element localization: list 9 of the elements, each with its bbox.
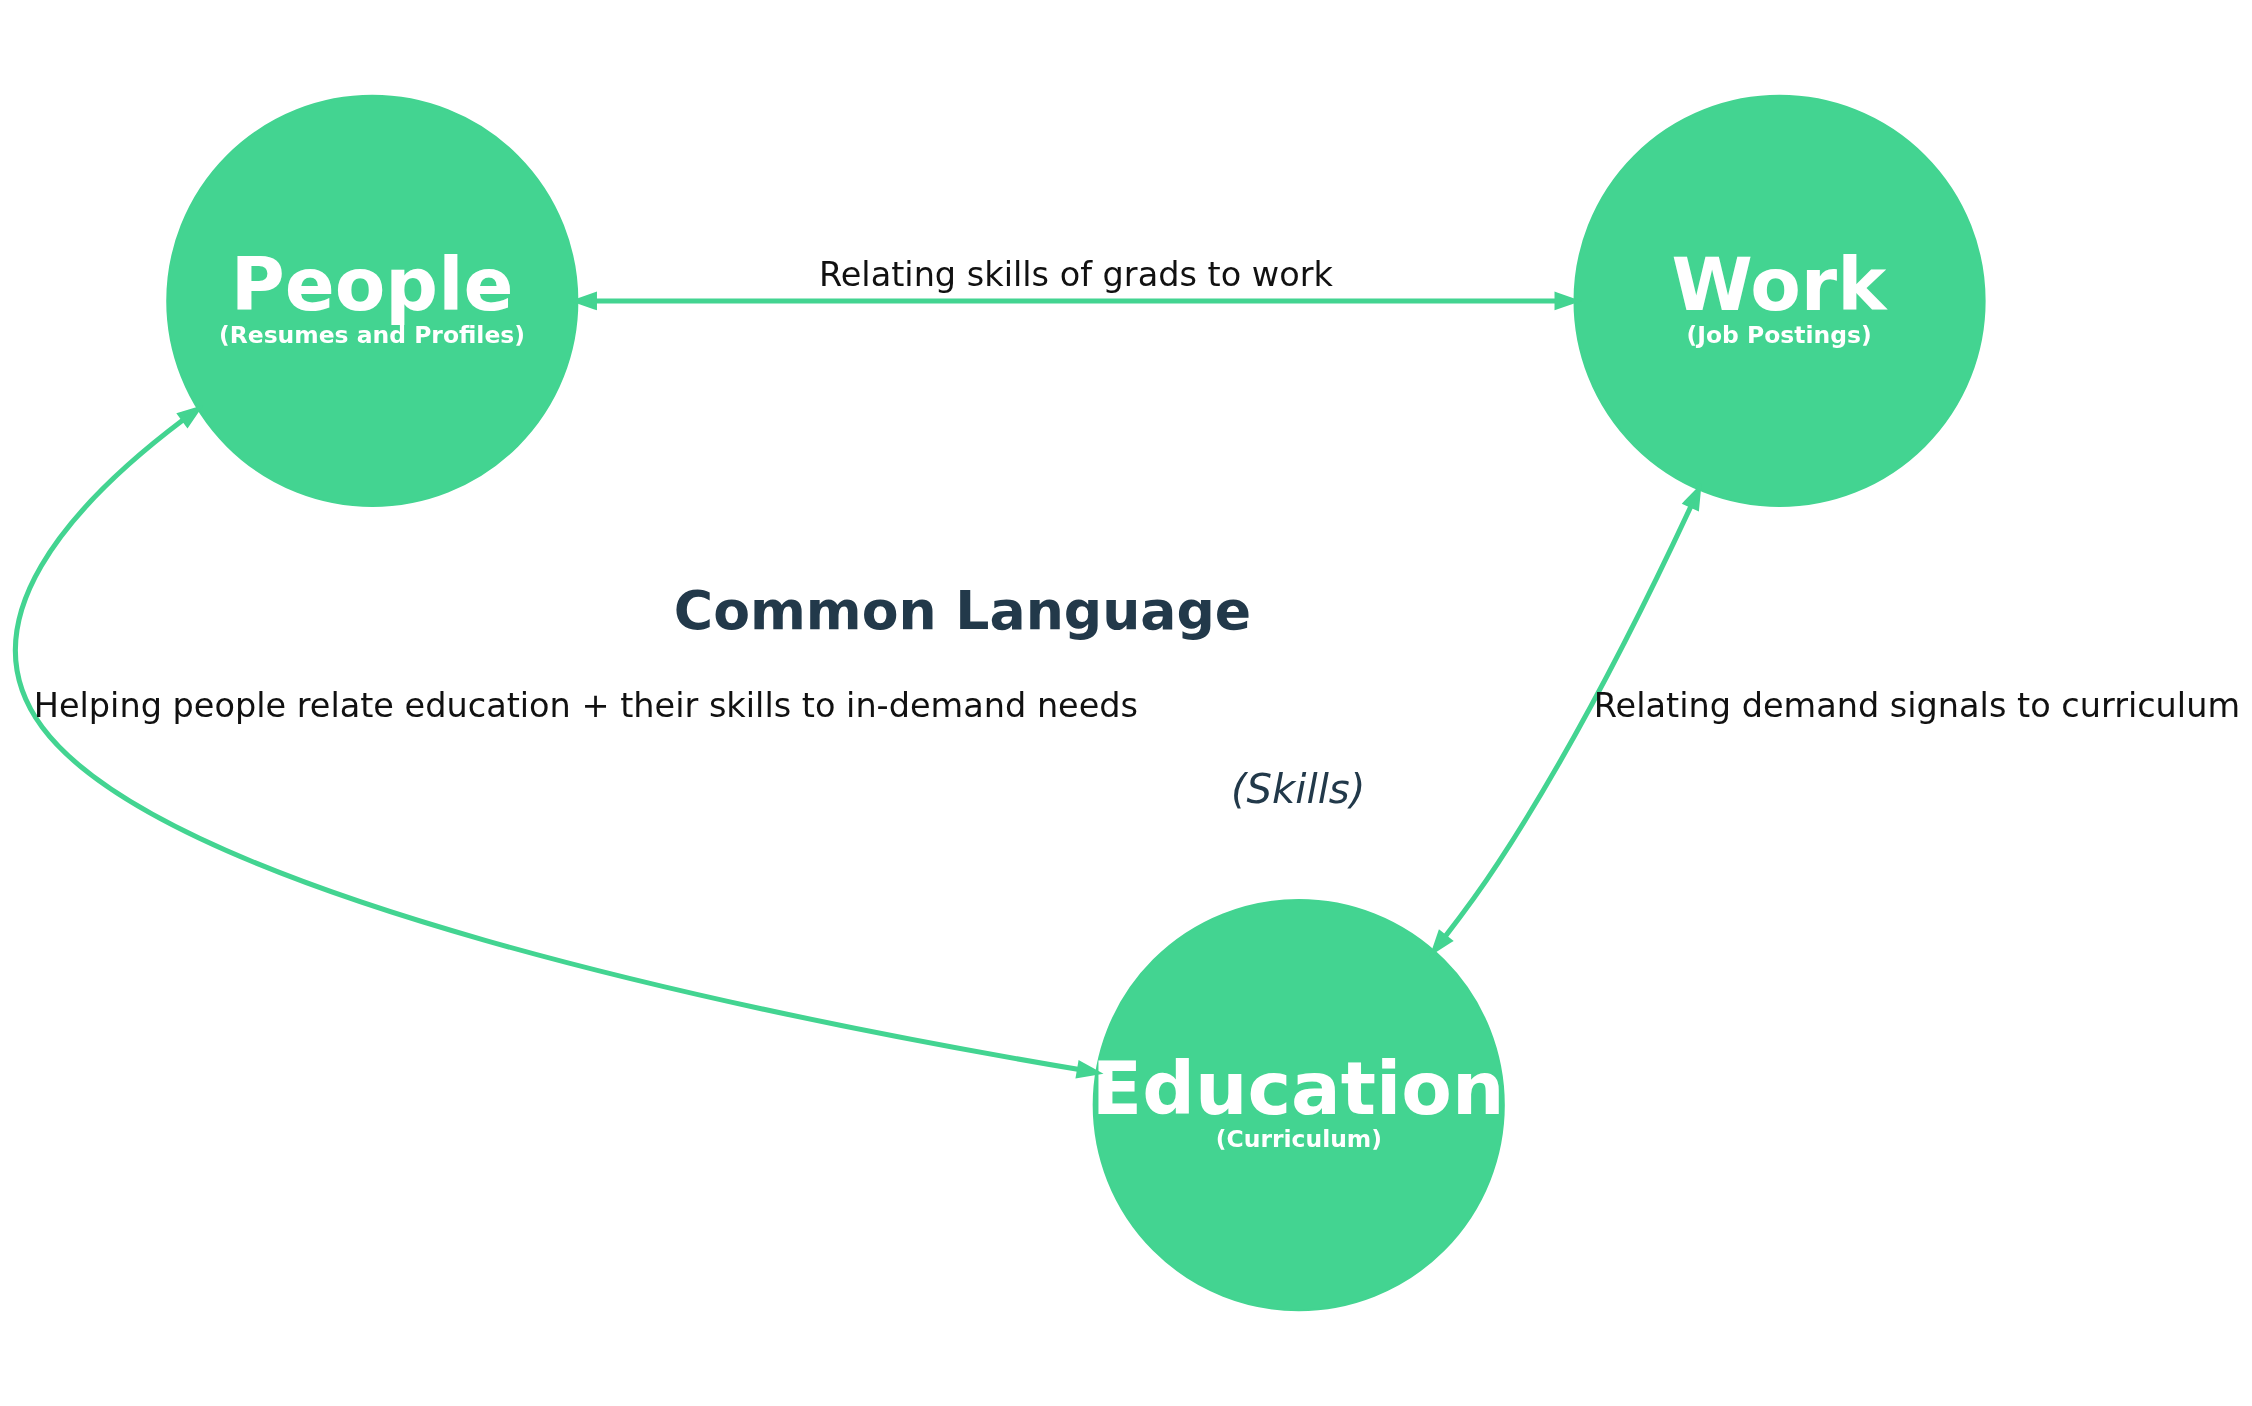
edge-label: Helping people relate education + their skills to in-demand needs	[33, 686, 1139, 726]
node-circle: Education (Curriculum)	[1092, 899, 1505, 1312]
label: (Skills)	[1230, 766, 1366, 813]
edge-label: Relating demand signals to curriculum	[1593, 686, 2241, 726]
arrow	[13, 404, 1104, 1079]
node-circle: People (Resumes and Profiles)	[166, 94, 579, 507]
edge-label: Relating skills of grads to work	[818, 254, 1333, 294]
node-circle: Work (Job Postings)	[1573, 94, 1986, 507]
label: Common Language	[673, 579, 1252, 643]
